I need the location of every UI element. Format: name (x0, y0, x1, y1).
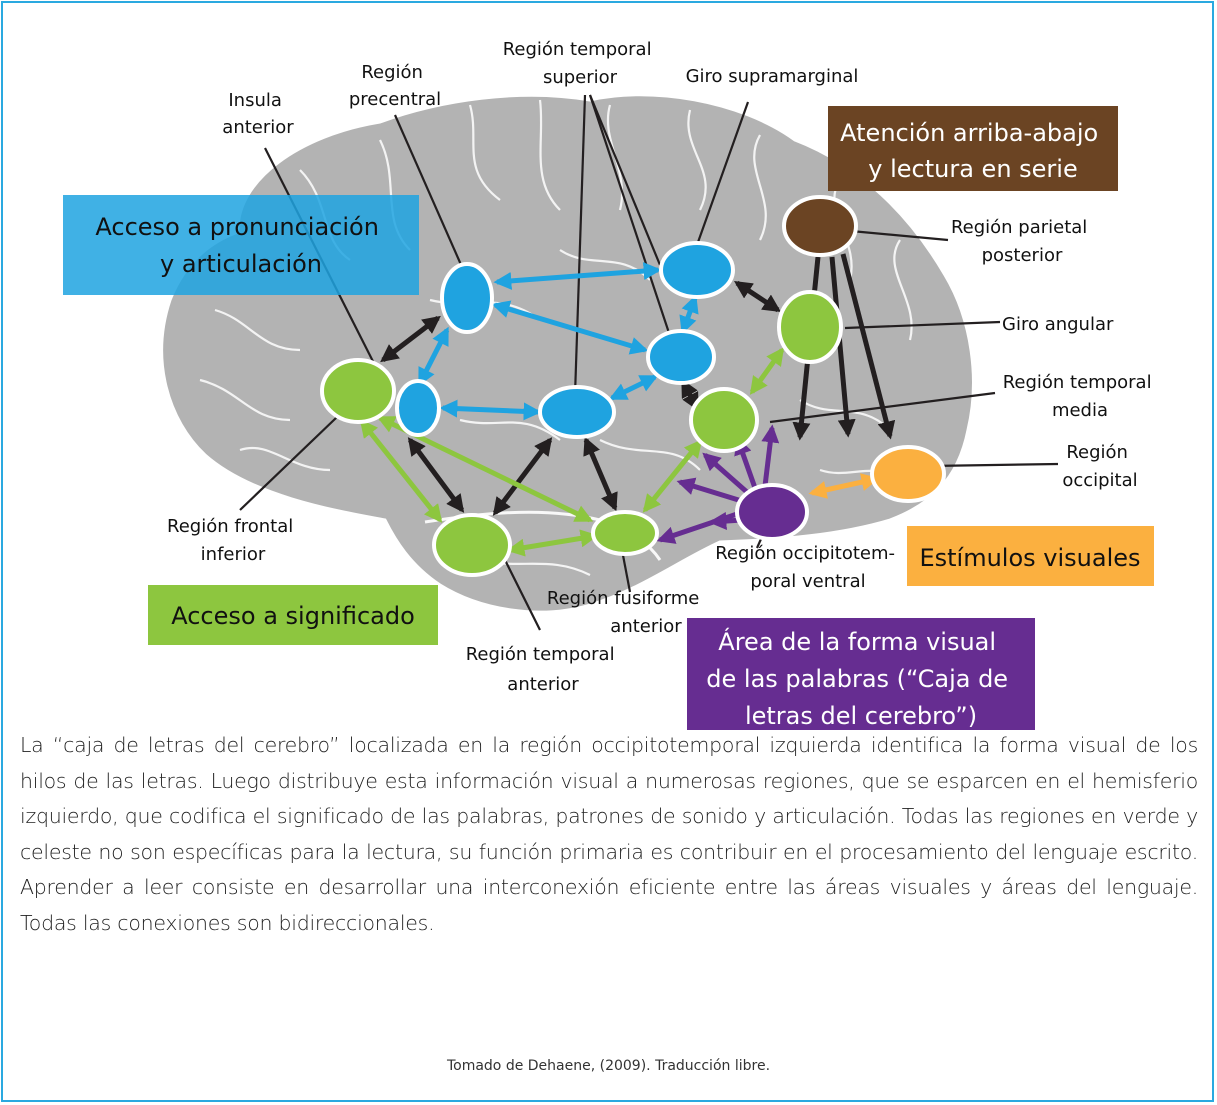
region-nodes (320, 195, 946, 577)
svg-text:Área de la forma visual: Área de la forma visual de las palabras … (706, 627, 1015, 730)
node-occipitotemporal (735, 483, 809, 541)
figure-description: La “caja de letras del cerebro” localiza… (20, 733, 1198, 935)
label-region-temporal-anterior: Región temporal anterior (466, 644, 621, 695)
box-pronunciacion-line-2: y articulación (160, 250, 322, 278)
label-region-occipital: Región occipital (1062, 442, 1137, 491)
box-significado-text: Acceso a significado (171, 602, 415, 630)
label-region-temporal-superior: Región temporal superior (503, 39, 658, 88)
box-forma-visual: Área de la forma visual de las palabras … (687, 618, 1035, 730)
box-atencion: Atención arriba-abajo y lectura en serie (828, 106, 1118, 191)
figure-credit: Tomado de Dehaene, (2009). Traducción li… (446, 1058, 771, 1074)
label-giro-angular: Giro angular (1002, 314, 1114, 335)
box-pronunciacion-line-1: Acceso a pronunciación (95, 213, 379, 241)
label-region-precentral: Región precentral (349, 62, 441, 110)
node-temporal-superior-mid (538, 385, 616, 439)
box-estimulos: Estímulos visuales (907, 526, 1154, 586)
label-region-temporal-media: Región temporal media (1003, 372, 1158, 421)
box-forma-visual-line-3: letras del cerebro”) (745, 702, 977, 730)
node-frontal-inferior (320, 358, 396, 424)
brain-reading-network-diagram: Acceso a pronunciación y articulación At… (63, 39, 1158, 730)
box-atencion-line-1: Atención arriba-abajo (840, 119, 1098, 147)
node-temporal-superior (646, 329, 716, 385)
label-giro-supramarginal: Giro supramarginal (686, 66, 859, 87)
box-estimulos-text: Estímulos visuales (919, 544, 1140, 572)
node-supramarginal (659, 241, 735, 299)
box-pronunciacion: Acceso a pronunciación y articulación (63, 195, 419, 295)
node-fusiforme-anterior (591, 510, 659, 556)
box-atencion-line-2: y lectura en serie (868, 155, 1077, 183)
label-insula-anterior: Insula anterior (222, 90, 294, 138)
box-forma-visual-line-2: de las palabras (“Caja de (706, 665, 1008, 693)
node-precentral (440, 262, 494, 334)
node-temporal-media (689, 387, 759, 453)
node-parietal-posterior (782, 195, 858, 257)
node-occipital (870, 445, 946, 503)
node-insula (395, 379, 441, 437)
box-significado: Acceso a significado (148, 585, 438, 645)
label-region-frontal-inferior: Región frontal inferior (167, 516, 299, 565)
svg-text:Acceso a pronunciación y: Acceso a pronunciación y articulación (95, 213, 386, 278)
node-giro-angular (777, 290, 843, 364)
svg-text:Atención arriba-abajo y: Atención arriba-abajo y lectura en serie (840, 119, 1106, 183)
label-region-parietal-posterior: Región parietal posterior (951, 217, 1093, 266)
box-forma-visual-line-1: Área de la forma visual (718, 627, 996, 656)
blue-arrows (417, 262, 699, 421)
label-region-occipitotemporal-ventral: Región occipitotem- poral ventral (715, 543, 901, 592)
orange-arrow (808, 473, 880, 499)
node-temporal-anterior (432, 513, 512, 577)
label-region-fusiforme-anterior: Región fusiforme anterior (547, 588, 705, 637)
